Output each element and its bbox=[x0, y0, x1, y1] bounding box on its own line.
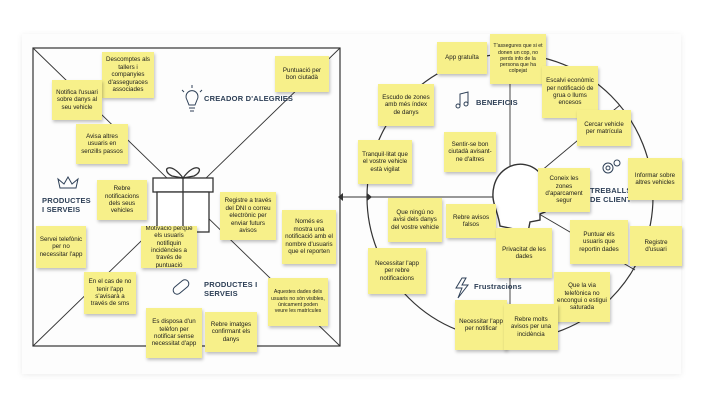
crown-icon bbox=[57, 175, 79, 189]
sticky-tranquilitat: Tranquil·litat que el vostre vehicle est… bbox=[358, 140, 412, 184]
sticky-servei-telefonic: Servei telefònic per no necessitar l'app bbox=[36, 226, 86, 268]
sticky-telefon-sense-app: Es disposa d'un telèfon per notificar se… bbox=[146, 308, 202, 358]
music-icon bbox=[455, 91, 469, 109]
sticky-necessitar-app-rebre: Necessitar l'app per rebre notificacions bbox=[368, 248, 426, 294]
gift-icon bbox=[152, 167, 214, 233]
products-bottom-label: PRODUCTES I SERVEIS bbox=[204, 280, 258, 298]
sticky-ningu-avisi: Que ningú no avisi dels danys del vostre… bbox=[388, 198, 442, 242]
creator-label: CREADOR D'ALEGRIES bbox=[204, 94, 294, 103]
sticky-rebre-notificacions: Rebre notificacions dels seus vehicles bbox=[97, 180, 147, 220]
sticky-cercar-matricula: Cercar vehicle per matrícula bbox=[577, 110, 631, 146]
sticky-puntuacio-bon-ciutada: Puntuació per bon ciutadà bbox=[275, 56, 329, 92]
sticky-escudo-zones: Escudo de zones amb més índex de danys bbox=[378, 84, 434, 126]
sticky-app-gratuita: App gratuïta bbox=[437, 42, 487, 74]
lightbulb-icon bbox=[181, 85, 203, 112]
products-left-label: PRODUCTES I SERVEIS bbox=[42, 196, 91, 214]
sticky-motivacio: Motivació perquè els usuaris notifiquin … bbox=[141, 226, 197, 268]
sticky-puntuar-usuaris: Puntuar els usuaris que reportin dades bbox=[570, 220, 628, 264]
gears-icon bbox=[602, 159, 621, 174]
sticky-escalvi: Escalvi econòmic per notificació de grua… bbox=[542, 66, 598, 118]
sticky-avisa-altres: Avisa altres usuaris en senzills passos bbox=[76, 124, 128, 164]
sticky-descomptes: Descomptes als tallers i companyies d'as… bbox=[102, 52, 154, 98]
sticky-necessitar-app-notificar: Necessitar l'app per notificar bbox=[455, 300, 507, 350]
sticky-rebre-imatges: Rebre imatges confirmant els danys bbox=[205, 312, 257, 352]
sticky-rebre-avisos-falsos: Rebre avisos falsos bbox=[446, 204, 496, 238]
sticky-en-cas-no-app: En el cas de no tenir l'app s'avisarà a … bbox=[84, 272, 136, 314]
lightning-icon bbox=[455, 277, 470, 299]
frustrations-label: Frustracions bbox=[474, 282, 522, 291]
sticky-informar-altres: Informar sobre altres vehicles bbox=[628, 158, 682, 200]
sticky-via-telefonica: Que la via telefònica no encongui o esti… bbox=[554, 272, 610, 322]
arrow-left-icon bbox=[338, 193, 343, 201]
benefits-label: BENEFICIS bbox=[476, 98, 518, 107]
sticky-coneix-zones: Coneix les zones d'aparcament segur bbox=[538, 168, 590, 212]
sticky-sentir-bon: Sentir-se bon ciutadà avisant-ne d'altre… bbox=[444, 132, 496, 172]
sticky-privacitat: Privacitat de les dades bbox=[496, 228, 552, 278]
sticky-registre-dni: Registre a través del DNI o correu elect… bbox=[220, 192, 276, 240]
sticky-registre-usuari: Registre d'usuari bbox=[630, 226, 682, 266]
sticky-nomes-notificacio: Només es mostra una notificació amb el n… bbox=[282, 210, 336, 264]
sticky-rebre-molts: Rebre molts avisos per una incidència bbox=[504, 304, 558, 350]
pill-icon bbox=[172, 279, 190, 295]
sticky-aquestes-dades: Aquestes dades dels usuaris no són visib… bbox=[268, 278, 328, 326]
sticky-tassegures: T'assegures que si et donen un cop, no p… bbox=[490, 34, 546, 84]
jobs-label: TREBALLS DE CLIENT bbox=[590, 186, 632, 204]
sticky-notifica-usuari: Notifica l'usuari sobre danys al seu veh… bbox=[52, 80, 102, 120]
